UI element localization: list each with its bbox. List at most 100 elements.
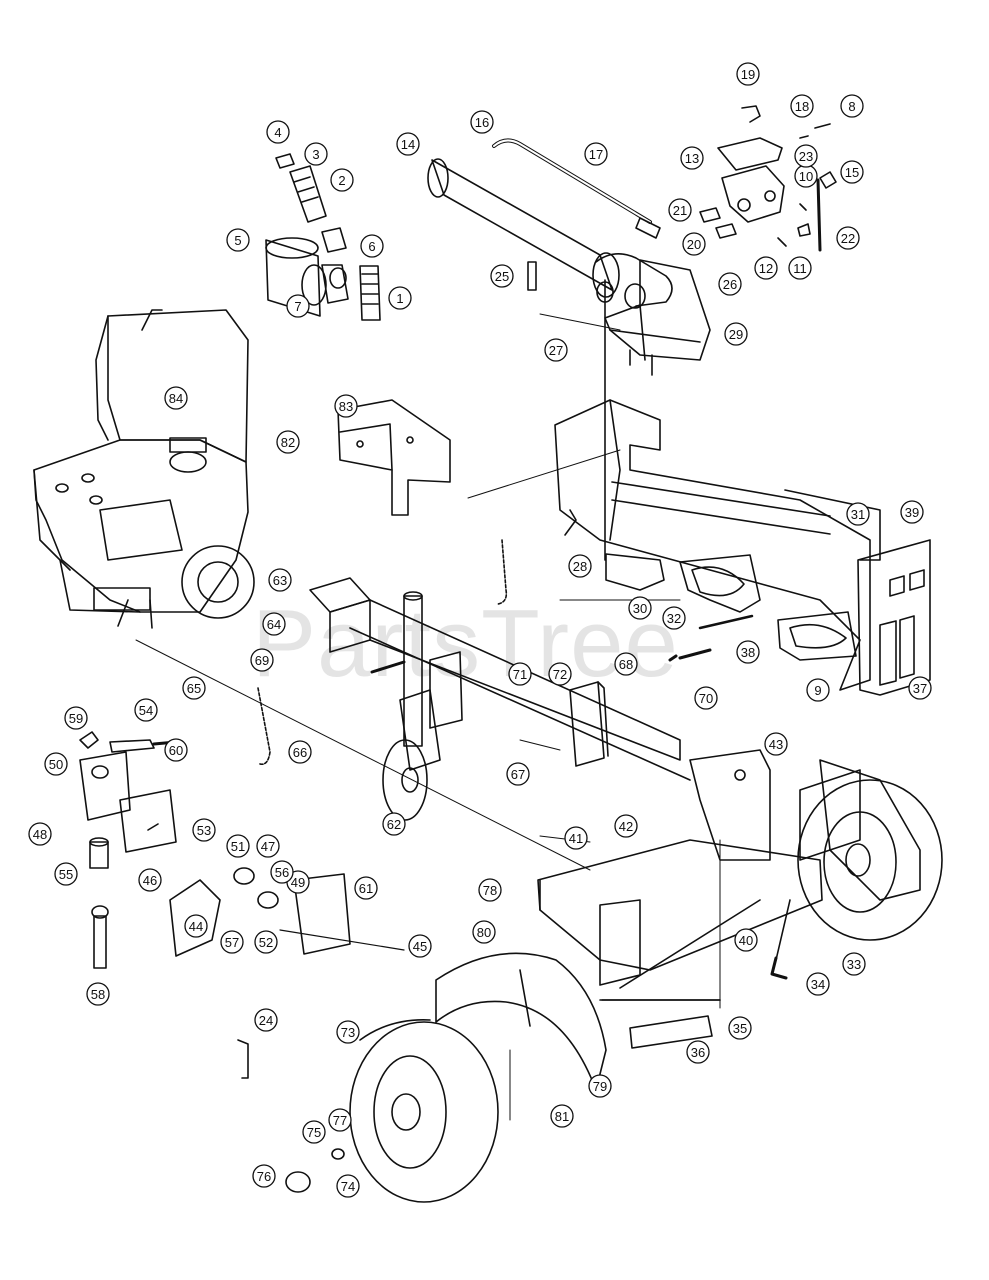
suction-tube xyxy=(89,837,109,969)
callout-number: 83 xyxy=(339,399,353,414)
callout-bubble xyxy=(226,834,250,858)
callout-number: 80 xyxy=(477,925,491,940)
callout-33: 33 xyxy=(842,952,866,976)
callout-number: 9 xyxy=(814,683,821,698)
callout-bubble xyxy=(908,676,932,700)
callout-65: 65 xyxy=(182,676,206,700)
callout-number: 29 xyxy=(729,327,743,342)
callout-69: 69 xyxy=(250,648,274,672)
callout-number: 79 xyxy=(593,1079,607,1094)
callout-29: 29 xyxy=(724,322,748,346)
callout-number: 35 xyxy=(733,1021,747,1036)
callout-bubble xyxy=(266,120,290,144)
callout-bubble xyxy=(396,132,420,156)
callout-82: 82 xyxy=(276,430,300,454)
callout-bubble xyxy=(382,812,406,836)
callout-28: 28 xyxy=(568,554,592,578)
callout-bubble xyxy=(328,1108,352,1132)
callout-bubble xyxy=(614,814,638,838)
callout-20: 20 xyxy=(682,232,706,256)
callout-bubble xyxy=(754,256,778,280)
callout-number: 30 xyxy=(633,601,647,616)
callout-number: 15 xyxy=(845,165,859,180)
callout-38: 38 xyxy=(736,640,760,664)
callout-number: 67 xyxy=(511,767,525,782)
callout-53: 53 xyxy=(192,818,216,842)
hydraulic-pump xyxy=(79,751,177,853)
callout-bubble xyxy=(682,232,706,256)
callout-number: 74 xyxy=(341,1179,355,1194)
callout-bubble xyxy=(790,94,814,118)
callout-number: 20 xyxy=(687,237,701,252)
callout-47: 47 xyxy=(256,834,280,858)
filter-assembly xyxy=(265,153,381,321)
callout-number: 1 xyxy=(396,291,403,306)
callout-bubble xyxy=(250,648,274,672)
callout-67: 67 xyxy=(506,762,530,786)
callout-80: 80 xyxy=(472,920,496,944)
callout-79: 79 xyxy=(588,1074,612,1098)
callout-number: 23 xyxy=(799,149,813,164)
callout-number: 11 xyxy=(793,261,807,276)
jack-stand xyxy=(370,591,463,821)
axle-chassis xyxy=(537,749,823,1001)
callout-bubble xyxy=(506,762,530,786)
callout-27: 27 xyxy=(544,338,568,362)
callout-number: 34 xyxy=(811,977,825,992)
callout-number: 4 xyxy=(274,125,281,140)
callout-number: 13 xyxy=(685,151,699,166)
callout-number: 65 xyxy=(187,681,201,696)
callout-62: 62 xyxy=(382,812,406,836)
callout-number: 59 xyxy=(69,711,83,726)
callout-bubble xyxy=(544,338,568,362)
callout-bubble xyxy=(840,160,864,184)
callout-number: 75 xyxy=(307,1125,321,1140)
callout-bubble xyxy=(686,1040,710,1064)
callout-number: 77 xyxy=(333,1113,347,1128)
callout-bubble xyxy=(764,732,788,756)
callout-75: 75 xyxy=(302,1120,326,1144)
callout-number: 76 xyxy=(257,1169,271,1184)
callout-bubble xyxy=(806,678,830,702)
beam-frame xyxy=(554,399,931,696)
callout-bubble xyxy=(728,1016,752,1040)
callout-bubble xyxy=(836,226,860,250)
callout-bubble xyxy=(794,144,818,168)
callout-number: 46 xyxy=(143,873,157,888)
callout-18: 18 xyxy=(790,94,814,118)
callout-48: 48 xyxy=(28,822,52,846)
callout-number: 73 xyxy=(341,1025,355,1040)
callout-bubble xyxy=(28,822,52,846)
callout-bubble xyxy=(408,934,432,958)
callout-66: 66 xyxy=(288,740,312,764)
callout-number: 52 xyxy=(259,935,273,950)
callout-bubble xyxy=(614,652,638,676)
safety-chains xyxy=(257,539,508,766)
callout-bubble xyxy=(276,430,300,454)
callout-14: 14 xyxy=(396,132,420,156)
callout-34: 34 xyxy=(806,972,830,996)
callout-17: 17 xyxy=(584,142,608,166)
callout-bubble xyxy=(388,286,412,310)
callout-number: 21 xyxy=(673,203,687,218)
callout-77: 77 xyxy=(328,1108,352,1132)
callout-bubble xyxy=(134,698,158,722)
callout-bubble xyxy=(64,706,88,730)
callout-26: 26 xyxy=(718,272,742,296)
callout-76: 76 xyxy=(252,1164,276,1188)
callout-number: 37 xyxy=(913,681,927,696)
callout-number: 39 xyxy=(905,505,919,520)
callout-number: 43 xyxy=(769,737,783,752)
callout-5: 5 xyxy=(226,228,250,252)
callout-bubble xyxy=(806,972,830,996)
callout-number: 72 xyxy=(553,667,567,682)
cylinder-mount xyxy=(604,259,711,376)
callout-72: 72 xyxy=(548,662,572,686)
callout-number: 69 xyxy=(255,653,269,668)
callout-number: 18 xyxy=(795,99,809,114)
callout-bubble xyxy=(846,502,870,526)
callout-number: 22 xyxy=(841,231,855,246)
callout-bubble xyxy=(182,676,206,700)
callout-bubble xyxy=(842,952,866,976)
callout-number: 10 xyxy=(799,169,813,184)
